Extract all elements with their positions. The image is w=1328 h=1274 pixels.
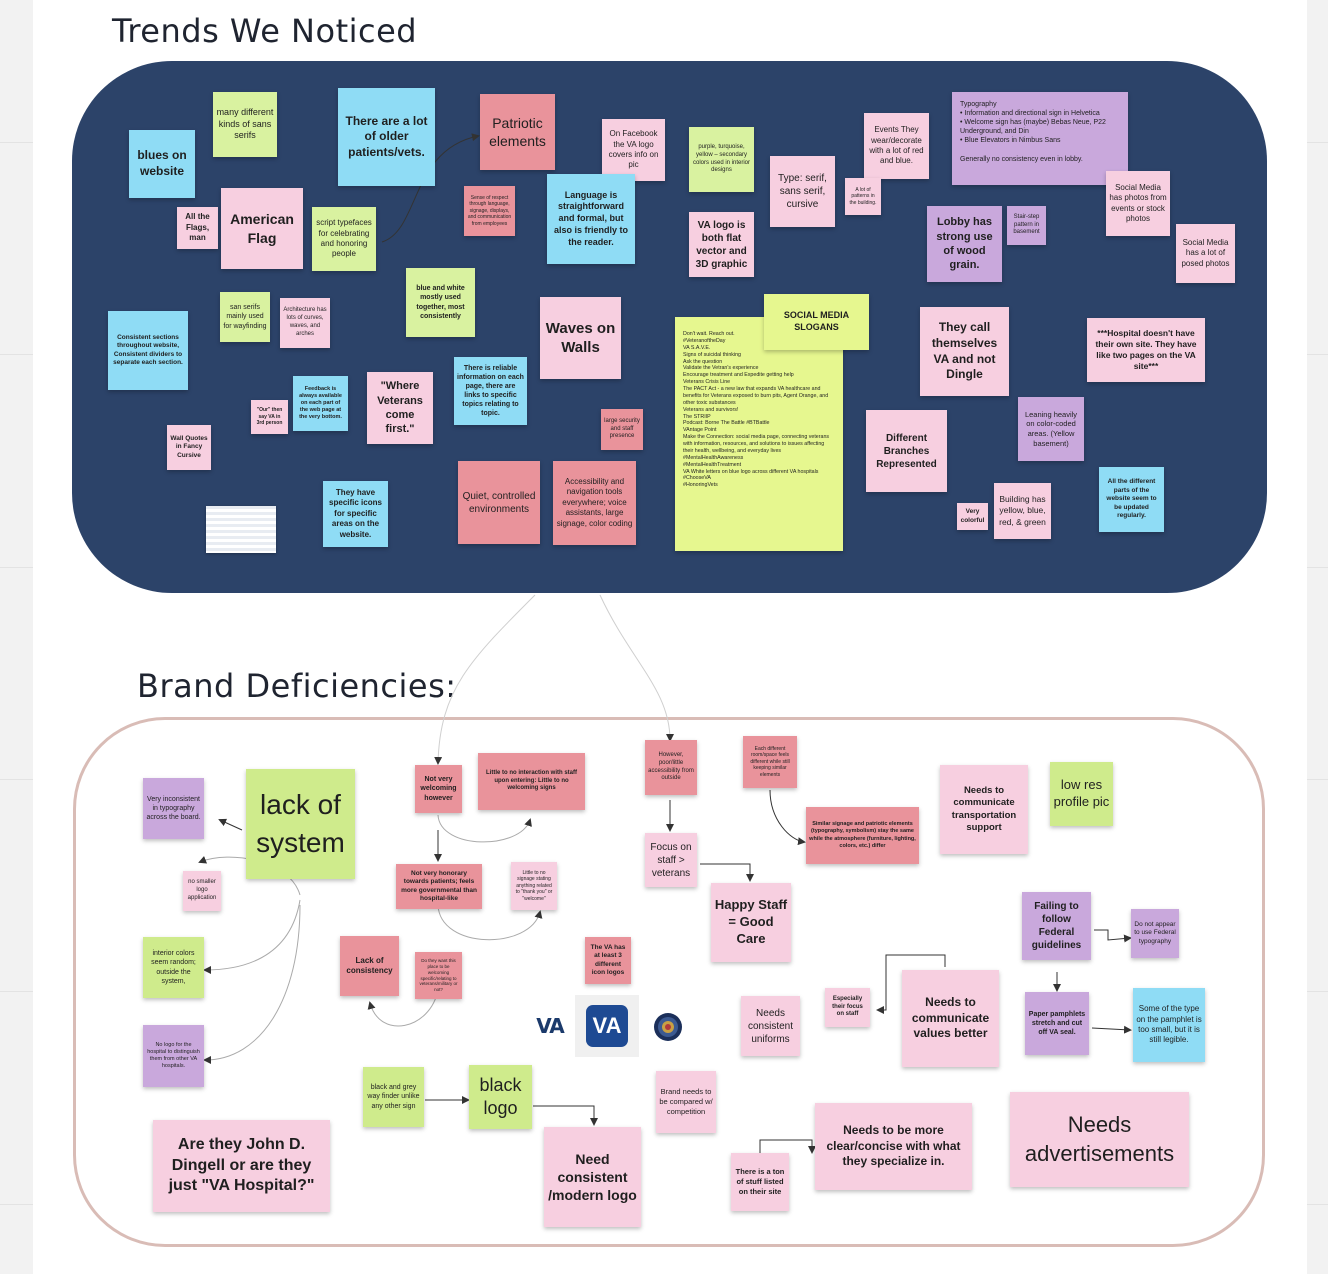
sticky-note[interactable]: Failing to follow Federal guidelines	[1022, 892, 1091, 960]
sticky-note[interactable]: ***Hospital doesn't have their own site.…	[1087, 318, 1205, 382]
sticky-note[interactable]: Events They wear/decorate with a lot of …	[864, 113, 929, 179]
sticky-note[interactable]: There are a lot of older patients/vets.	[338, 88, 435, 186]
sticky-note[interactable]: Feedback is always available on each par…	[293, 376, 348, 431]
sticky-note[interactable]: VA logo is both flat vector and 3D graph…	[689, 212, 754, 277]
sticky-note[interactable]: Lobby has strong use of wood grain.	[927, 206, 1002, 282]
sticky-note[interactable]: Social Media has photos from events or s…	[1106, 171, 1170, 236]
sticky-note[interactable]: Needs to be more clear/concise with what…	[815, 1103, 972, 1190]
sticky-note[interactable]: Accessibility and navigation tools every…	[553, 461, 636, 545]
website-screenshot-thumbnail[interactable]	[206, 506, 276, 553]
va-logo-white-on-blue[interactable]: VA	[575, 995, 639, 1057]
sticky-note[interactable]: Don't wait. Reach out. #VeteranoftheDay …	[675, 317, 843, 551]
sticky-note[interactable]: Happy Staff = Good Care	[711, 883, 791, 962]
sticky-note[interactable]: Especially their focus on staff	[825, 988, 870, 1027]
sticky-note[interactable]: Sense of respect through language, signa…	[464, 186, 515, 236]
sticky-note[interactable]: Needs advertisements	[1010, 1092, 1189, 1187]
sticky-note[interactable]: no smaller logo application	[183, 871, 221, 911]
va-logo-red-blue[interactable]: VA	[530, 1006, 570, 1046]
va-logo-text: VA	[592, 1013, 622, 1038]
sticky-note[interactable]: Different Branches Represented	[866, 410, 947, 492]
sticky-note[interactable]: black and grey way finder unlike any oth…	[363, 1067, 424, 1127]
sticky-note[interactable]: There is reliable information on each pa…	[454, 357, 527, 425]
sticky-note[interactable]: They call themselves VA and not Dingle	[920, 307, 1009, 396]
sticky-note[interactable]: many different kinds of sans serifs	[213, 92, 277, 157]
va-logo-text: VA	[536, 1014, 565, 1038]
sticky-note[interactable]: On Facebook the VA logo covers info on p…	[602, 119, 665, 181]
sticky-note[interactable]: Wall Quotes in Fancy Cursive	[167, 425, 211, 470]
sticky-note[interactable]: Quiet, controlled environments	[458, 461, 540, 544]
sticky-note[interactable]: Social Media has a lot of posed photos	[1176, 224, 1235, 283]
sticky-note[interactable]: Consistent sections throughout website, …	[108, 311, 188, 390]
sticky-note[interactable]: Do they want this place to be welcoming …	[415, 952, 462, 999]
sticky-note[interactable]: Are they John D. Dingell or are they jus…	[153, 1120, 330, 1212]
sticky-note[interactable]: Need consistent /modern logo	[544, 1127, 641, 1227]
sticky-note[interactable]: Architecture has lots of curves, waves, …	[280, 298, 330, 348]
sticky-note[interactable]: Language is straightforward and formal, …	[547, 174, 635, 264]
sticky-note[interactable]: Typography • Information and directional…	[952, 92, 1128, 185]
va-seal-icon[interactable]	[651, 1010, 685, 1044]
sticky-note[interactable]: No logo for the hospital to distinguish …	[143, 1025, 204, 1087]
sticky-note[interactable]: san serifs mainly used for wayfinding	[220, 292, 270, 342]
sticky-note[interactable]: Focus on staff > veterans	[645, 833, 697, 887]
sticky-note[interactable]: large security and staff presence	[601, 409, 643, 450]
sticky-note[interactable]: black logo	[469, 1065, 532, 1129]
sticky-note[interactable]: SOCIAL MEDIA SLOGANS	[764, 294, 869, 350]
sticky-note[interactable]: Lack of consistency	[340, 936, 399, 996]
sticky-note[interactable]: blue and white mostly used together, mos…	[406, 268, 475, 337]
sticky-note[interactable]: Waves on Walls	[540, 297, 621, 379]
sticky-note[interactable]: "Where Veterans come first."	[367, 372, 433, 444]
sticky-note[interactable]: However, poor/little accessibility from …	[645, 740, 697, 795]
sticky-note[interactable]: Building has yellow, blue, red, & green	[994, 483, 1051, 539]
sticky-note[interactable]: A lot of patterns in the building.	[845, 178, 881, 215]
sticky-note[interactable]: The VA has at least 3 different icon log…	[585, 937, 631, 984]
sticky-note[interactable]: Needs to communicate transportation supp…	[940, 765, 1028, 854]
sticky-note[interactable]: All the different parts of the website s…	[1099, 467, 1164, 532]
sticky-note[interactable]: They have specific icons for specific ar…	[323, 481, 388, 547]
sticky-note[interactable]: American Flag	[221, 188, 303, 269]
sticky-note[interactable]: Similar signage and patriotic elements (…	[806, 807, 919, 864]
sticky-note[interactable]: Little to no interaction with staff upon…	[478, 753, 585, 810]
sticky-note[interactable]: Do not appear to use Federal typography	[1131, 909, 1179, 958]
sticky-note[interactable]: Some of the type on the pamphlet is too …	[1133, 988, 1205, 1062]
sticky-note[interactable]: Not very welcoming however	[415, 765, 462, 813]
sticky-note[interactable]: Needs consistent uniforms	[741, 996, 800, 1056]
trends-title: Trends We Noticed	[112, 12, 418, 50]
sticky-note[interactable]: All the Flags, man	[177, 207, 218, 249]
sticky-note[interactable]: Patriotic elements	[480, 94, 555, 170]
sticky-note[interactable]: Stair-step pattern in basement	[1007, 206, 1046, 245]
sticky-note[interactable]: Not very honorary towards patients; feel…	[396, 864, 482, 909]
sticky-note[interactable]: Little to no signage stating anything re…	[511, 862, 557, 910]
sticky-note[interactable]: script typefaces for celebrating and hon…	[312, 207, 376, 271]
sticky-note[interactable]: Very inconsistent in typography across t…	[143, 778, 204, 839]
sticky-note[interactable]: Type: serif, sans serif, cursive	[770, 156, 835, 227]
sticky-note[interactable]: There is a ton of stuff listed on their …	[731, 1153, 789, 1211]
sticky-note[interactable]: blues on website	[129, 130, 195, 198]
sticky-note[interactable]: Each different room/space feels differen…	[743, 736, 797, 788]
sticky-note[interactable]: interior colors seem random; outside the…	[143, 937, 204, 998]
sticky-note[interactable]: "Our" then say VA in 3rd person	[251, 400, 288, 434]
sticky-note[interactable]: purple, turquoise, yellow – secondary co…	[689, 127, 754, 192]
sticky-note[interactable]: lack of system	[246, 769, 355, 879]
sticky-note[interactable]: Needs to communicate values better	[902, 970, 999, 1067]
sticky-note[interactable]: Leaning heavily on color-coded areas. (Y…	[1018, 397, 1084, 461]
sticky-note[interactable]: Paper pamphlets stretch and cut off VA s…	[1025, 992, 1089, 1055]
sticky-note[interactable]: low res profile pic	[1050, 762, 1113, 826]
deficiencies-title: Brand Deficiencies:	[137, 667, 457, 705]
sticky-note[interactable]: Very colorful	[957, 503, 988, 530]
sticky-note[interactable]: Brand needs to be compared w/ competitio…	[656, 1071, 716, 1133]
